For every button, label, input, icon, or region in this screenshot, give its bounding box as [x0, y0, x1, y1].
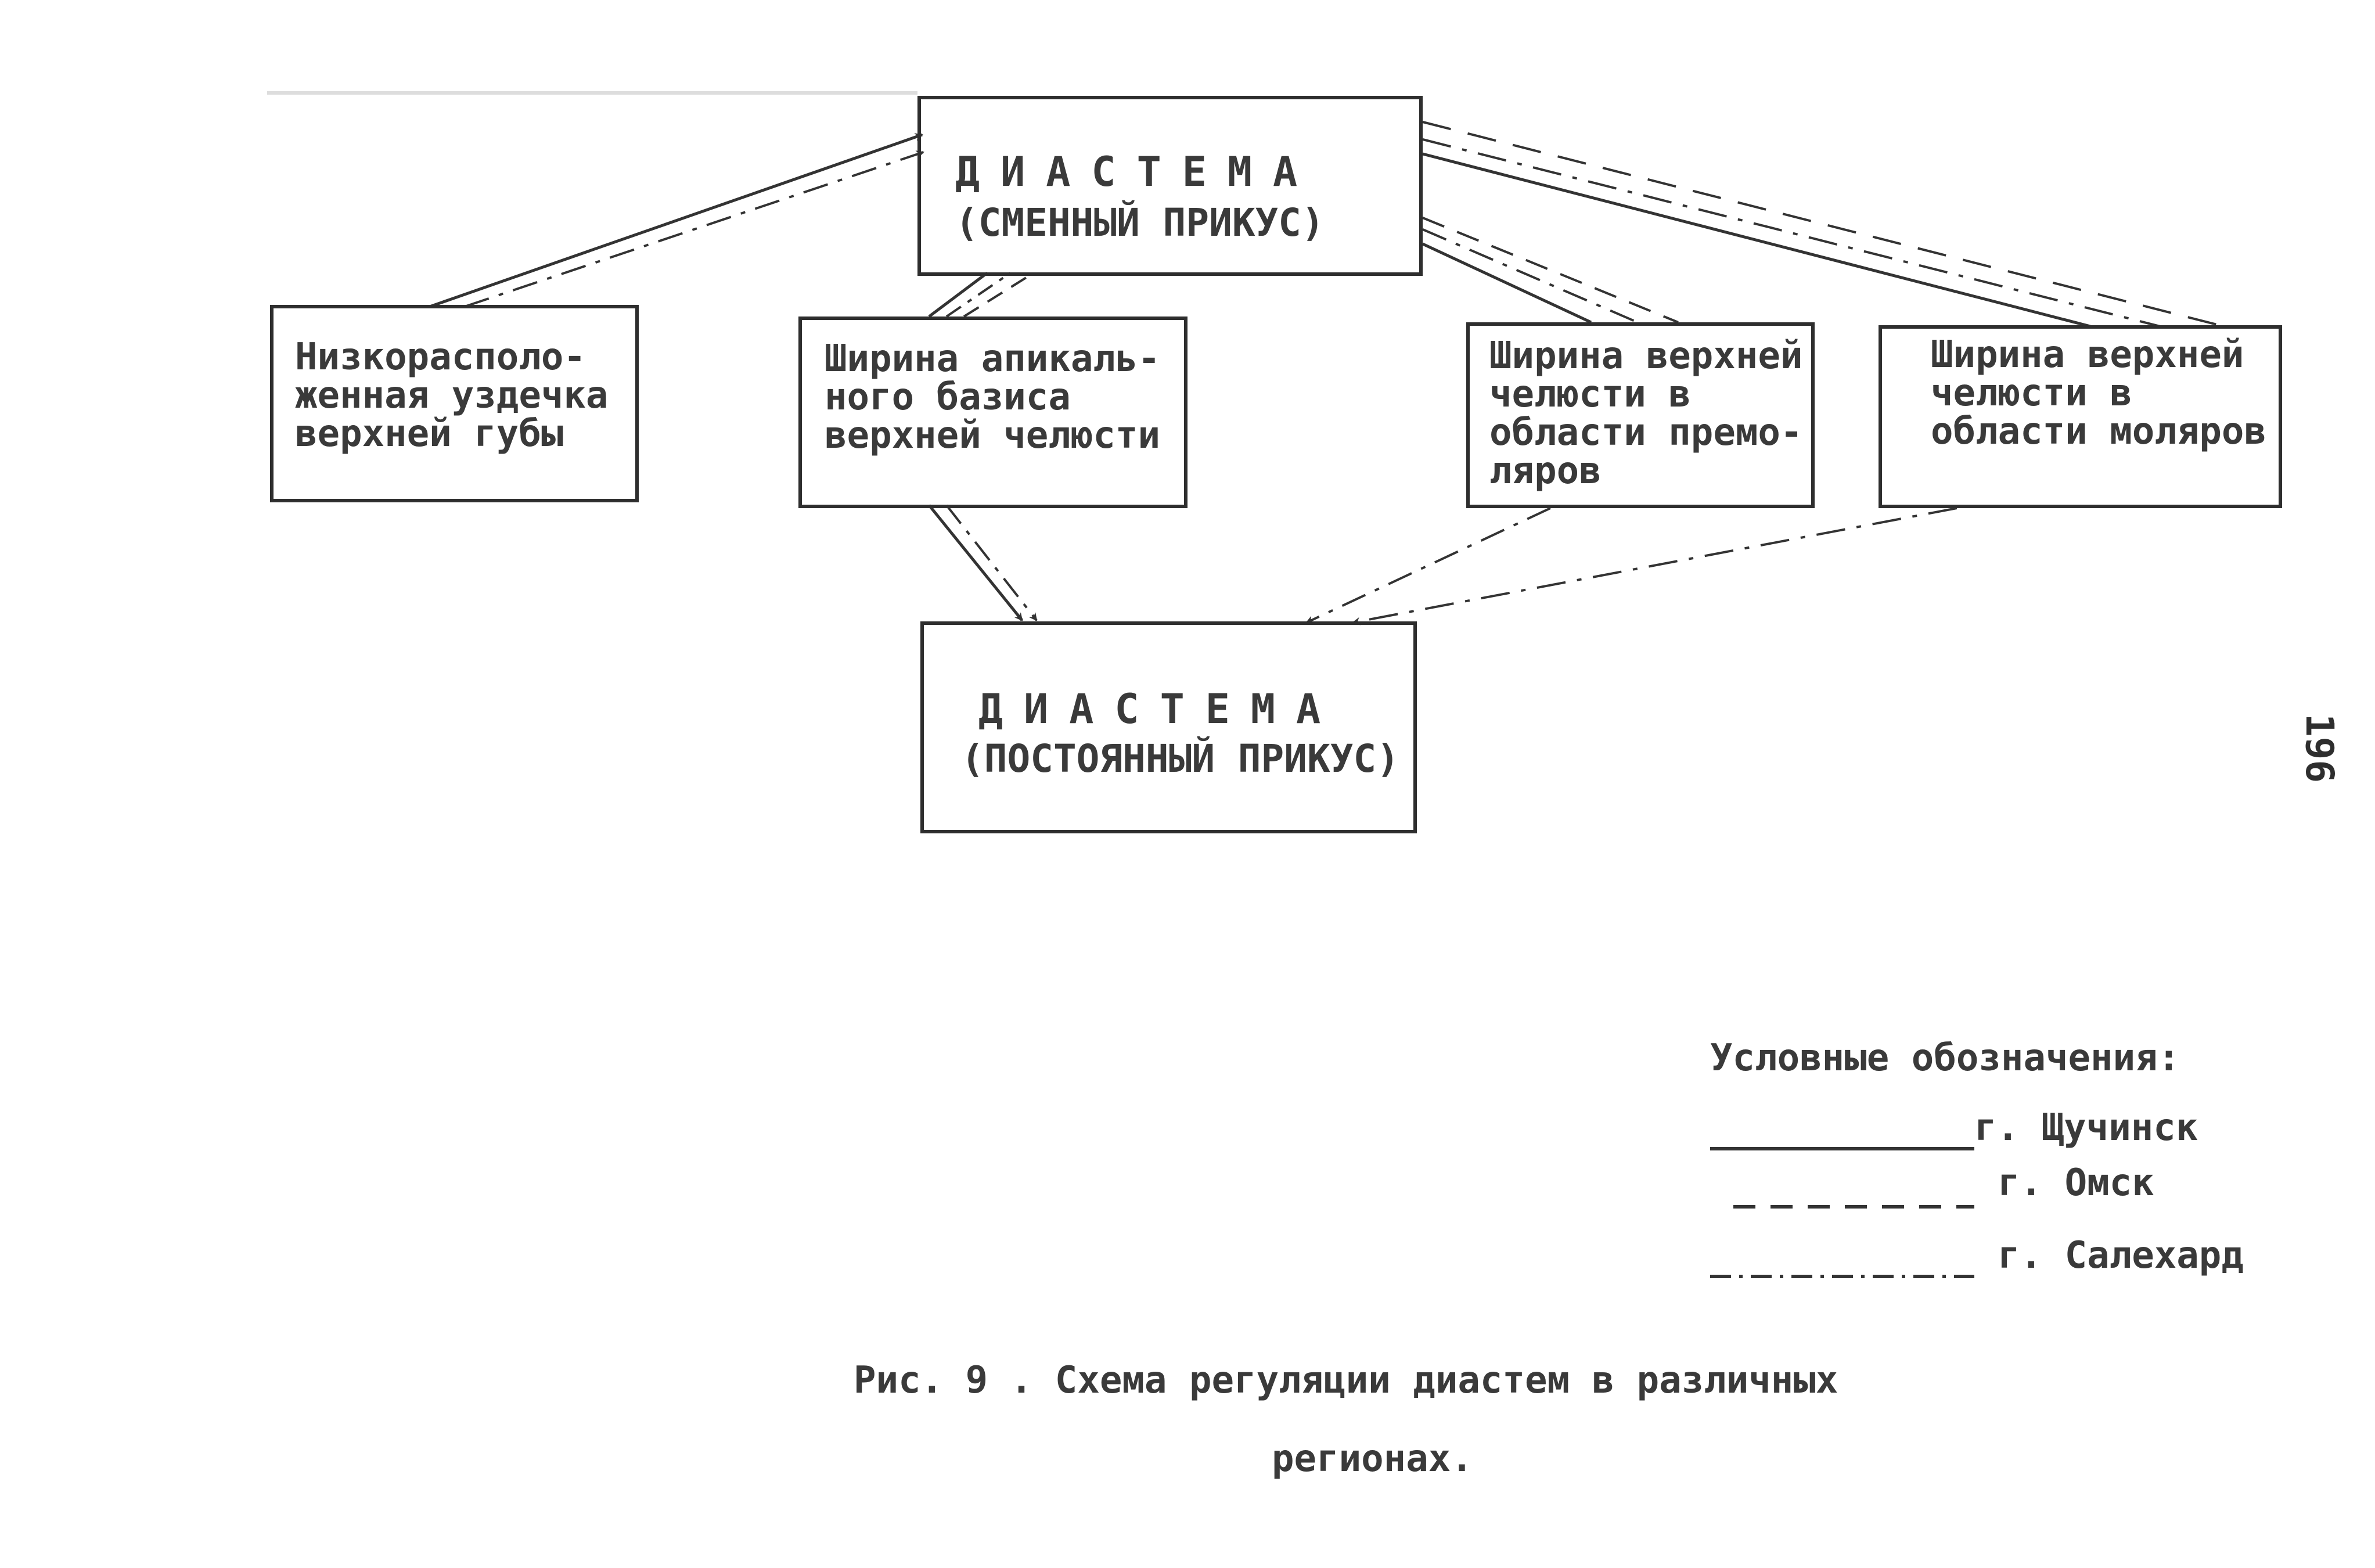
connector-premolars-permanent-salekhard [1305, 507, 1551, 624]
box-molars-line-2: челюсти в [1931, 372, 2132, 415]
figure-caption-line-2: регионах. [1272, 1437, 1473, 1480]
box-molars-line-3: области моляров [1931, 410, 2266, 453]
box-molars-line-1: Ширина верхней [1931, 333, 2244, 376]
connector-premolars-mixed-omsk [1422, 217, 1679, 323]
page-number: 196 [2297, 713, 2342, 783]
box-frenulum-line-3: верхней губы [295, 412, 564, 455]
connector-premolars-mixed-salekhard [1422, 228, 1638, 323]
box-apical-basis-text: Ширина апикаль- ного базиса верхней челю… [825, 340, 1160, 455]
box-frenulum-line-2: женная уздечка [295, 374, 609, 417]
box-diastema-mixed-bite-subtitle: (СМЕННЫЙ ПРИКУС) [955, 200, 1325, 245]
box-apical-basis-line-2: ного базиса [825, 376, 1071, 419]
box-apical-basis-line-1: Ширина апикаль- [825, 337, 1160, 380]
legend-label-salekhard: г. Салехард [1998, 1234, 2244, 1277]
box-premolars-line-2: челюсти в [1489, 373, 1691, 416]
connector-molars-mixed-shchuchinsk [1422, 152, 2091, 328]
box-premolars-line-1: Ширина верхней [1489, 335, 1803, 377]
legend-label-shchuchinsk: г. Щучинск [1974, 1106, 2198, 1149]
connector-molars-mixed-salekhard [1422, 138, 2161, 328]
box-frenulum [270, 305, 639, 502]
legend-label-omsk: г. Омск [1998, 1161, 2154, 1204]
box-premolars-line-4: ляров [1489, 449, 1602, 492]
box-apical-basis-line-3: верхней челюсти [825, 414, 1160, 457]
connector-molars-permanent-salekhard [1352, 507, 1957, 625]
box-premolars-width-text: Ширина верхней челюсти в области премо- … [1489, 337, 1802, 490]
connector-frenulum-mixed-shchuchinsk [429, 133, 923, 308]
box-molars-width [1879, 325, 2282, 508]
box-premolars-width [1466, 322, 1815, 508]
box-diastema-permanent-bite-title: ДИАСТЕМА [978, 685, 1342, 733]
box-frenulum-line-1: Низкорасполо- [295, 336, 586, 379]
connector-frenulum-mixed-salekhard [464, 150, 924, 308]
box-diastema-mixed-bite [917, 96, 1423, 276]
figure-caption-line-1: Рис. 9 . Схема регуляции диастем в разли… [854, 1359, 1838, 1402]
box-diastema-permanent-bite [920, 621, 1417, 833]
connector-premolars-mixed-shchuchinsk [1422, 242, 1592, 324]
box-molars-width-text: Ширина верхней челюсти в области моляров [1931, 336, 2266, 451]
box-diastema-mixed-bite-title: ДИАСТЕМА [955, 148, 1319, 196]
connector-molars-mixed-omsk [1422, 121, 2225, 328]
legend-title: Условные обозначения: [1710, 1037, 2180, 1080]
connector-apical-permanent-shchuchinsk [928, 504, 1023, 621]
box-premolars-line-3: области премо- [1489, 411, 1803, 454]
connector-apical-permanent-salekhard [945, 504, 1038, 621]
connector-apical-mixed-salekhard [945, 272, 1012, 318]
connector-apical-mixed-omsk [963, 272, 1035, 318]
box-diastema-permanent-bite-subtitle: (ПОСТОЯННЫЙ ПРИКУС) [961, 736, 1399, 781]
box-apical-basis [798, 317, 1188, 508]
box-frenulum-text: Низкорасполо- женная уздечка верхней губ… [295, 338, 608, 453]
connector-apical-mixed-shchuchinsk [928, 272, 988, 318]
